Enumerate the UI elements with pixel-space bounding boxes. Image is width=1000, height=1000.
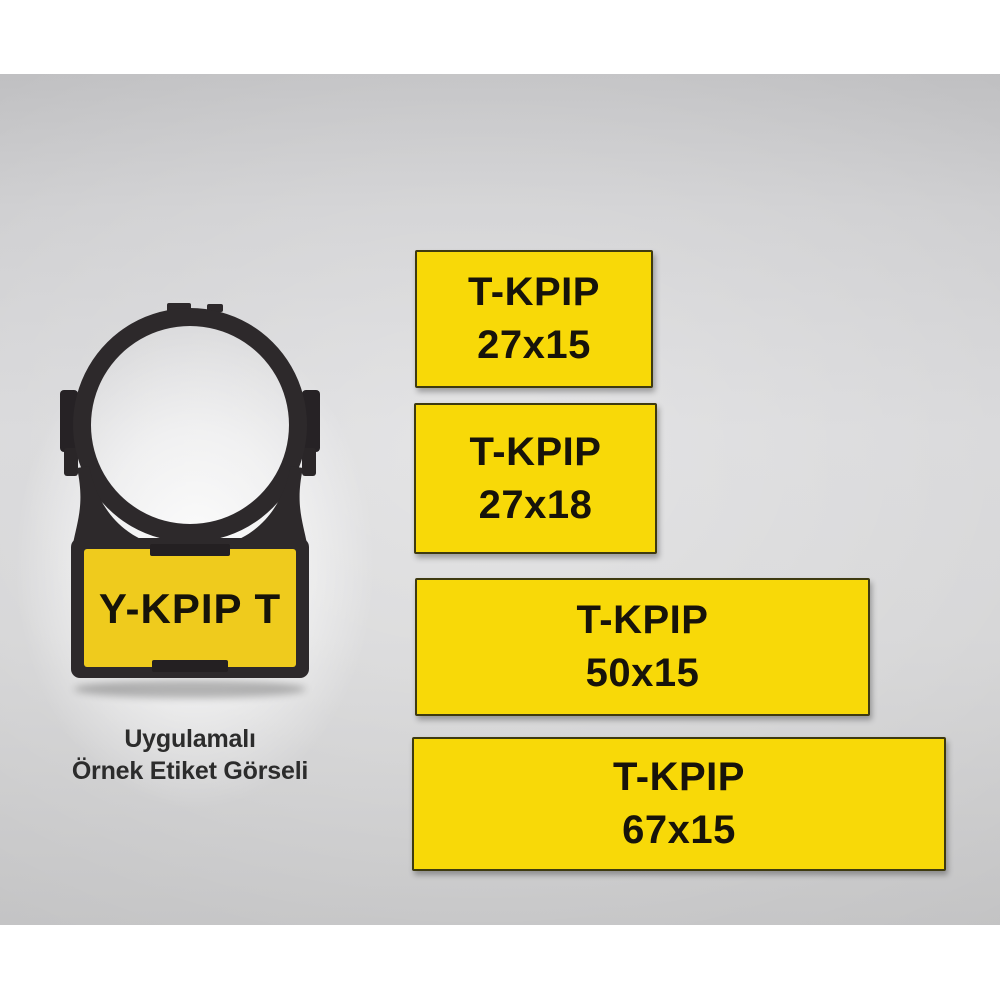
caption: Uygulamalı Örnek Etiket Görseli (30, 724, 350, 787)
product-shadow (74, 680, 306, 698)
size-tag-name: T-KPIP (576, 598, 709, 643)
size-tag-dims: 27x18 (478, 482, 593, 527)
size-tag-dims: 67x15 (622, 808, 736, 852)
left-flare (73, 466, 153, 544)
size-tag-dims: 50x15 (585, 651, 700, 695)
bottom-white-band (0, 925, 1000, 1000)
top-white-band (0, 0, 1000, 74)
top-clip (150, 544, 230, 556)
holder-label-text: Y-KPIP T (99, 585, 281, 632)
label-holder-photo: Y-KPIP T (60, 303, 320, 698)
bottom-clip (152, 660, 228, 672)
size-tag-dims: 27x15 (477, 323, 591, 367)
size-tag-name: T-KPIP (613, 755, 745, 800)
caption-line-2: Örnek Etiket Görseli (71, 756, 309, 785)
size-tag-27x15: T-KPIP 27x15 (415, 250, 653, 388)
size-tag-67x15: T-KPIP 67x15 (412, 737, 946, 871)
size-tag-name: T-KPIP (469, 429, 602, 474)
right-lug (302, 390, 320, 452)
size-tag-name: T-KPIP (468, 270, 600, 315)
holder-ring (73, 308, 308, 542)
holder-yellow-label (84, 549, 296, 667)
left-lug (60, 390, 78, 452)
size-tag-50x15: T-KPIP 50x15 (415, 578, 870, 716)
right-flare (227, 466, 307, 544)
left-lug-lower (64, 448, 78, 476)
size-tag-27x18: T-KPIP 27x18 (414, 403, 657, 554)
caption-line-1: Uygulamalı (124, 725, 256, 753)
right-lug-lower (302, 448, 316, 476)
